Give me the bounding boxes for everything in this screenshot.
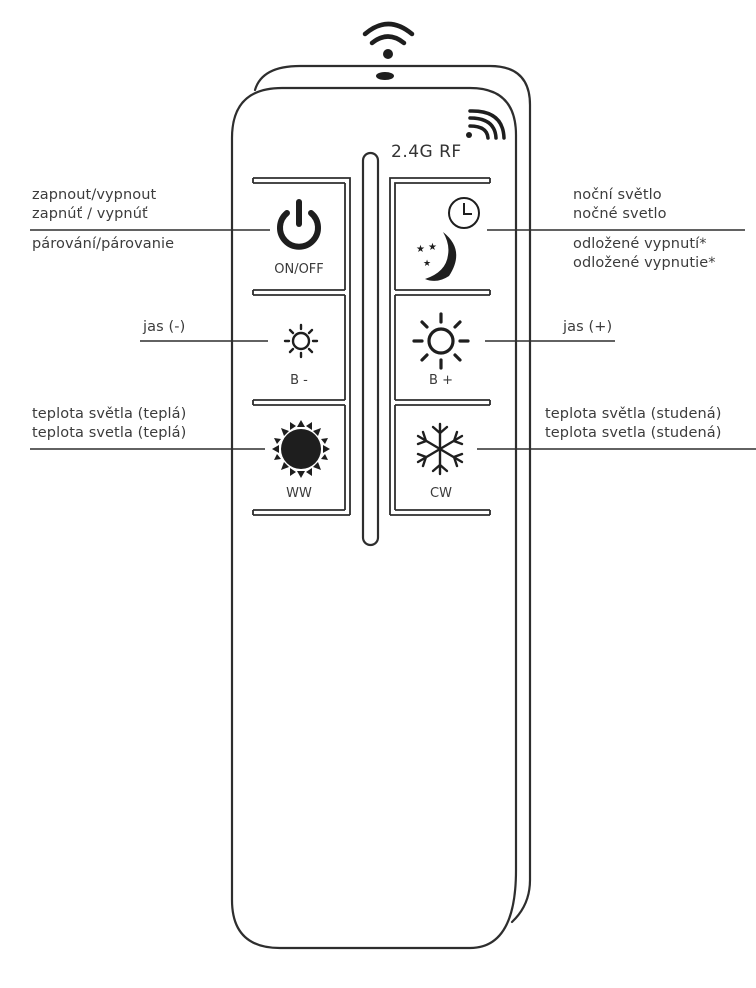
- center-slot: [361, 151, 380, 547]
- cool-temp-label-cz: teplota světla (studená): [545, 406, 722, 422]
- brightness-up-label: jas (+): [563, 319, 613, 335]
- pairing-label: párování/párovanie: [32, 236, 175, 252]
- delayed-off-label-sk: odložené vypnutie*: [573, 255, 716, 271]
- snowflake-icon: [416, 422, 464, 476]
- power-icon: [277, 199, 321, 250]
- warm-temp-label-sk: teplota svetla (teplá): [32, 425, 187, 441]
- warm-white-caption: WW: [286, 486, 312, 501]
- cool-white-caption: CW: [430, 486, 452, 501]
- warm-temp-label-cz: teplota světla (teplá): [32, 406, 187, 422]
- on-off-label-cz: zapnout/vypnout: [32, 187, 157, 203]
- moon-clock-icon: ★ ★ ★: [416, 197, 480, 281]
- sun-filled-icon: [272, 420, 330, 478]
- brightness-down-label: jas (-): [143, 319, 186, 335]
- rf-label: 2.4G RF: [391, 142, 462, 162]
- night-light-timer-button[interactable]: [397, 185, 489, 288]
- night-light-label-sk: nočné svetlo: [573, 206, 667, 222]
- cool-temp-label-sk: teplota svetla (studená): [545, 425, 722, 441]
- remote-front-shell: [230, 86, 518, 950]
- night-light-label-cz: noční světlo: [573, 187, 662, 203]
- ir-emitter: [376, 72, 394, 80]
- sun-small-icon: [283, 323, 319, 359]
- on-off-label-sk: zapnúť / vypnúť: [32, 206, 148, 222]
- wifi-icon: [362, 21, 415, 46]
- sun-large-icon: [412, 312, 470, 370]
- remote-back-shell: [253, 64, 532, 924]
- svg-text:★: ★: [423, 259, 431, 269]
- brightness-down-caption: B -: [290, 373, 308, 388]
- svg-text:★: ★: [416, 244, 425, 255]
- delayed-off-label-cz: odložené vypnutí*: [573, 236, 707, 252]
- rf-signal-icon: [468, 109, 506, 140]
- brightness-up-caption: B +: [429, 373, 453, 388]
- svg-text:★: ★: [428, 242, 437, 253]
- on-off-caption: ON/OFF: [274, 262, 324, 277]
